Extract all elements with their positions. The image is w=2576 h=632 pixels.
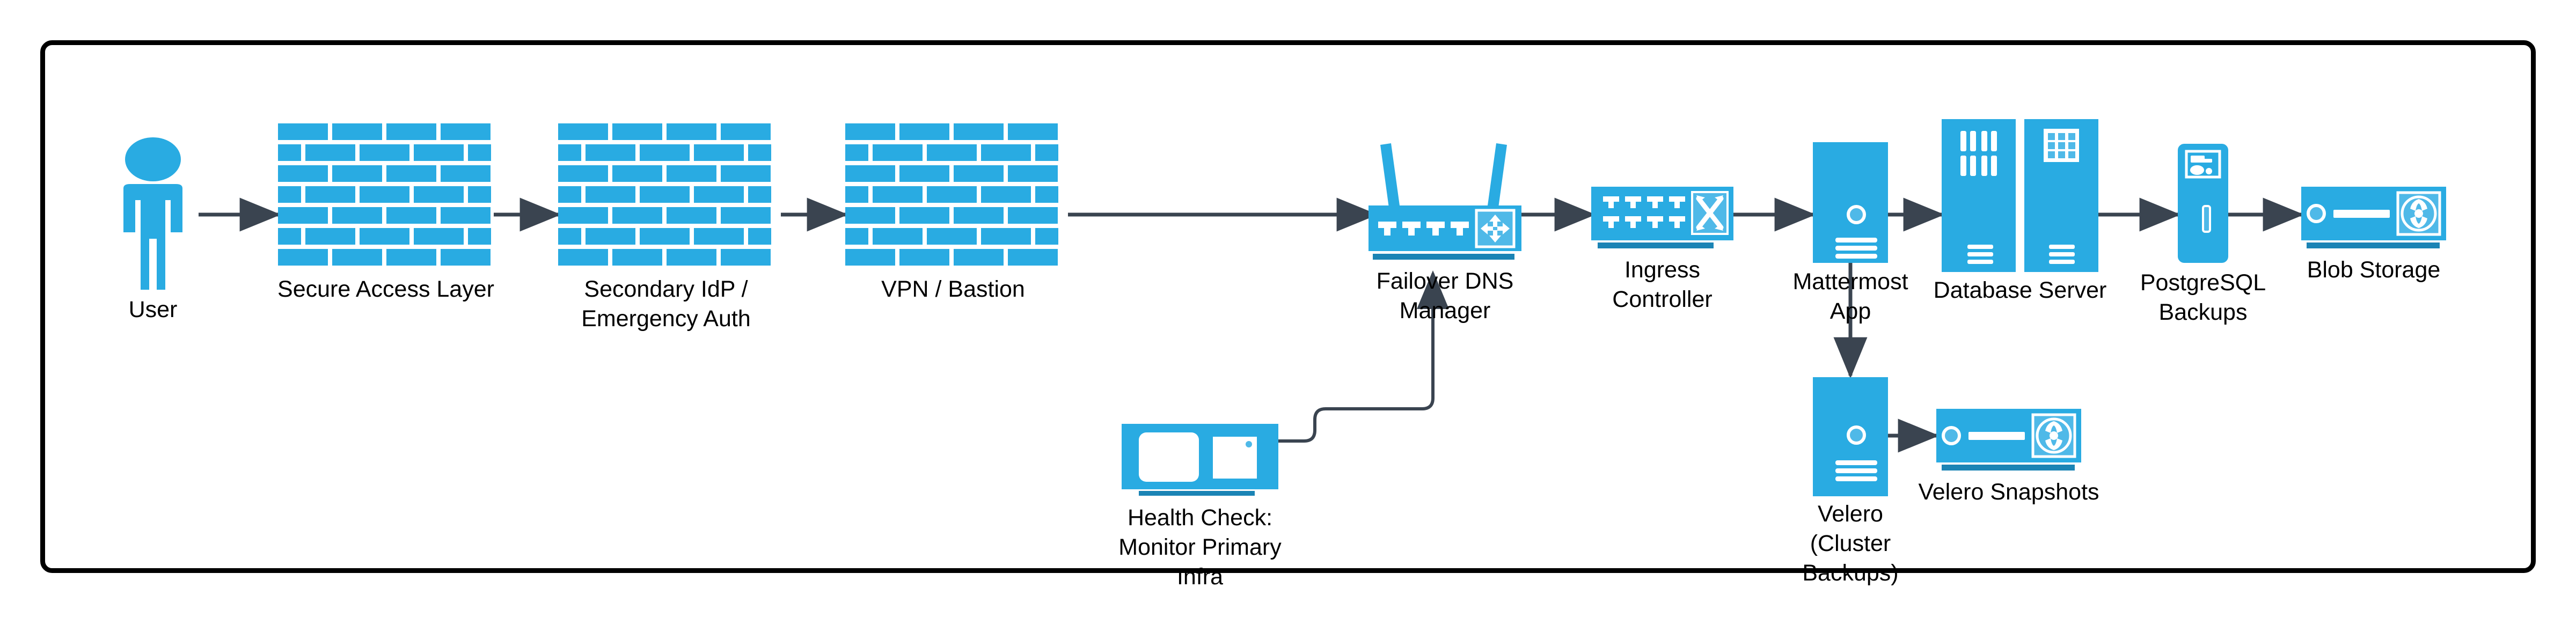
pc-tower-icon (2178, 144, 2228, 263)
node-user-label: User (128, 297, 178, 322)
node-velero-snapshots[interactable]: Velero Snapshots (1918, 409, 2099, 505)
node-mattermost[interactable]: Mattermost App (1792, 142, 1908, 324)
node-postgres-backup-label: PostgreSQL Backups (2140, 270, 2266, 326)
node-velero[interactable]: Velero (Cluster Backups) (1802, 377, 1899, 586)
node-blob-storage[interactable]: Blob Storage (2301, 187, 2446, 283)
node-failover-dns-label: Failover DNS Manager (1376, 268, 1514, 324)
node-ingress-label: Ingress Controller (1612, 257, 1713, 313)
firewall-brick-wall-icon (278, 123, 494, 268)
node-failover-dns[interactable]: Failover DNS Manager (1368, 142, 1521, 324)
node-vpn-bastion-label: VPN / Bastion (881, 276, 1025, 302)
node-database-server[interactable]: Database Server (1934, 119, 2106, 303)
node-mattermost-label: Mattermost App (1792, 269, 1908, 325)
user-person-icon (107, 137, 199, 290)
node-health-check-label: Health Check: Monitor Primary Infra (1118, 505, 1282, 590)
node-ingress[interactable]: Ingress Controller (1591, 187, 1733, 312)
node-velero-label: Velero (Cluster Backups) (1802, 501, 1899, 586)
node-secondary-idp-label: Secondary IdP / Emergency Auth (581, 276, 751, 332)
node-secure-access[interactable]: Secure Access Layer (277, 123, 494, 302)
monitor-device-icon (1122, 424, 1278, 497)
node-postgres-backup[interactable]: PostgreSQL Backups (2140, 144, 2266, 325)
firewall-brick-wall-icon (558, 123, 774, 268)
database-rack-icon (1942, 119, 2098, 272)
node-secure-access-label: Secure Access Layer (277, 276, 494, 302)
network-switch-icon (1591, 187, 1733, 250)
node-velero-snapshots-label: Velero Snapshots (1918, 479, 2099, 505)
node-secondary-idp[interactable]: Secondary IdP / Emergency Auth (558, 123, 774, 332)
node-health-check[interactable]: Health Check: Monitor Primary Infra (1118, 424, 1282, 590)
disk-storage-icon (2301, 187, 2446, 252)
firewall-brick-wall-icon (845, 123, 1061, 268)
disk-storage-icon (1936, 409, 2081, 474)
server-tower-icon (1813, 377, 1888, 496)
node-vpn-bastion[interactable]: VPN / Bastion (845, 123, 1061, 302)
wireless-router-icon (1368, 142, 1521, 260)
server-tower-icon (1813, 142, 1888, 263)
node-user[interactable]: User (107, 137, 199, 322)
node-database-server-label: Database Server (1933, 277, 2107, 303)
node-blob-storage-label: Blob Storage (2307, 257, 2441, 283)
